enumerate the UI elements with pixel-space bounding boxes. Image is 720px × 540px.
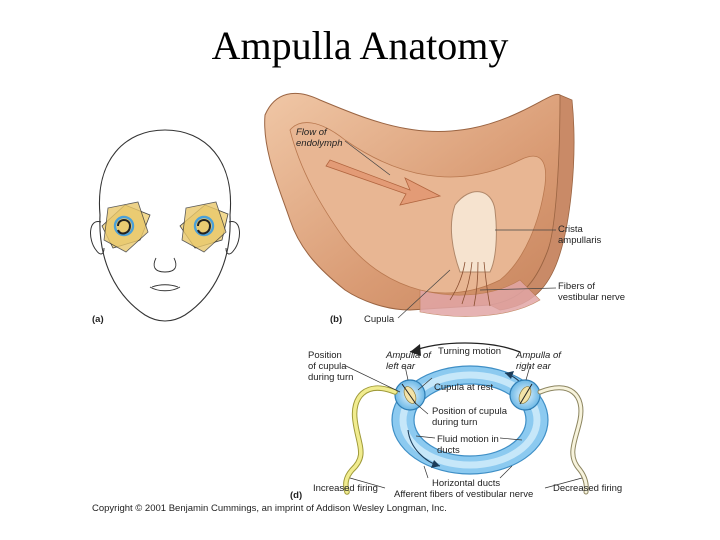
left-nerve [343, 385, 398, 495]
panel-b-label: (b) [330, 314, 342, 325]
fibers-label-1: Fibers of [558, 281, 595, 292]
position-label-2: of cupula [308, 361, 347, 372]
ampulla-right-label-1: Ampulla of [515, 350, 562, 361]
mouth [149, 284, 181, 292]
ear-right [225, 221, 240, 255]
panel-b-ampulla [264, 92, 575, 319]
panel-a-face [90, 129, 240, 322]
position-label-1: Position [308, 350, 342, 361]
page-title: Ampulla Anatomy [211, 23, 509, 68]
fibers-label-2: vestibular nerve [558, 292, 625, 303]
panel-b-leaders [344, 140, 557, 319]
right-canal-planes [179, 201, 229, 253]
position-label-3: during turn [308, 372, 353, 383]
increased-firing-label: Increased firing [313, 483, 378, 494]
crista-fibers [449, 261, 491, 307]
cupula-rest-label: Cupula at rest [434, 382, 494, 393]
nose [153, 257, 177, 273]
pos-cupula-label-1: Position of cupula [432, 406, 508, 417]
panel-d-label: (d) [290, 490, 302, 501]
fluid-motion-label-1: Fluid motion in [437, 434, 499, 445]
panel-d-leaders [345, 365, 583, 489]
duct-ring-inner [413, 383, 527, 457]
decreased-firing-label: Decreased firing [553, 483, 622, 494]
cupula [450, 191, 497, 273]
fluid-motion-label-2: ducts [437, 445, 460, 456]
ampulla-left-label-2: left ear [386, 361, 416, 372]
copyright-notice: Copyright © 2001 Benjamin Cummings, an i… [92, 503, 447, 514]
ampulla-right-label-2: right ear [516, 361, 552, 372]
horizontal-ducts-label: Horizontal ducts [432, 478, 500, 489]
pos-cupula-label-2: during turn [432, 417, 477, 428]
flow-label-2: endolymph [296, 138, 342, 149]
crista-label-1: Crista [558, 224, 584, 235]
panel-d-ducts [343, 342, 589, 495]
face-outline [98, 129, 232, 322]
ear-left [90, 221, 105, 255]
flow-arrow [325, 159, 442, 206]
panel-a-label: (a) [92, 314, 104, 325]
ampulla-left-label-1: Ampulla of [385, 350, 432, 361]
turning-motion-label: Turning motion [438, 346, 501, 357]
afferent-fibers-label: Afferent fibers of vestibular nerve [394, 489, 533, 500]
left-canal-planes [101, 201, 151, 253]
flow-label-1: Flow of [296, 127, 328, 138]
crista-label-2: ampullaris [558, 235, 602, 246]
cupula-label: Cupula [364, 314, 395, 325]
